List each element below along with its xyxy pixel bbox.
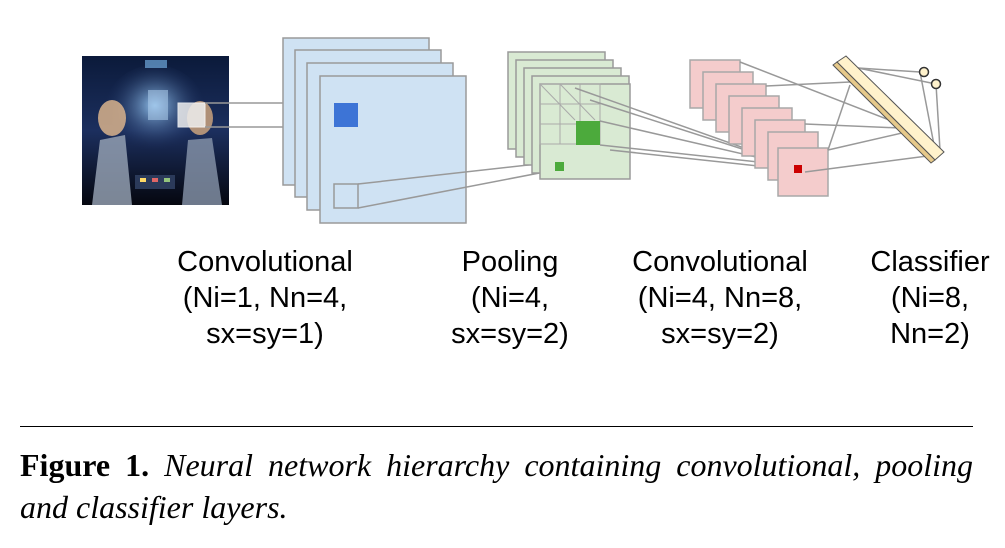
layer-title: Convolutional <box>632 246 808 278</box>
pool-feature-maps <box>507 51 631 180</box>
layer-params: (Ni=1, Nn=4, <box>182 282 348 314</box>
output-neuron-1 <box>918 66 930 78</box>
conv1-pool-window <box>333 183 359 209</box>
conv1-kernel <box>334 103 358 127</box>
network-diagram <box>82 37 945 224</box>
layer-label-classifier: Classifier (Ni=8, Nn=2) <box>855 244 1005 352</box>
conv2-feature-maps <box>689 59 829 197</box>
classifier-bar <box>832 55 945 164</box>
layer-label-conv1: Convolutional (Ni=1, Nn=4, sx=sy=1) <box>150 244 380 352</box>
layer-stride: sx=sy=2) <box>661 318 779 350</box>
connectors-conv2-classifier <box>739 61 941 173</box>
caption-text: Neural network hierarchy containing conv… <box>20 447 973 525</box>
layer-title: Pooling <box>461 246 559 278</box>
layer-stride: sx=sy=2) <box>451 318 569 350</box>
figure-caption: Figure 1. Neural network hierarchy conta… <box>20 444 973 528</box>
caption-divider <box>20 426 973 427</box>
layer-params: (Ni=4, <box>470 282 550 314</box>
layer-params: (Ni=4, Nn=8, <box>637 282 803 314</box>
caption-label: Figure 1. <box>20 447 150 483</box>
layer-label-conv2: Convolutional (Ni=4, Nn=8, sx=sy=2) <box>610 244 830 352</box>
conv2-kernel <box>794 165 802 173</box>
input-image <box>82 56 229 205</box>
layer-title: Convolutional <box>177 246 353 278</box>
pool-output-unit <box>555 162 564 171</box>
layer-label-pool: Pooling (Ni=4, sx=sy=2) <box>420 244 600 352</box>
layer-stride: sx=sy=1) <box>206 318 324 350</box>
layer-title: Classifier <box>870 246 990 278</box>
conv1-feature-maps <box>282 37 467 224</box>
layer-params: (Ni=8, <box>890 282 970 314</box>
connectors-conv1-pool <box>357 161 556 209</box>
layer-outputs: Nn=2) <box>890 318 970 350</box>
pool-kernel <box>576 121 600 145</box>
output-neuron-2 <box>930 78 942 90</box>
